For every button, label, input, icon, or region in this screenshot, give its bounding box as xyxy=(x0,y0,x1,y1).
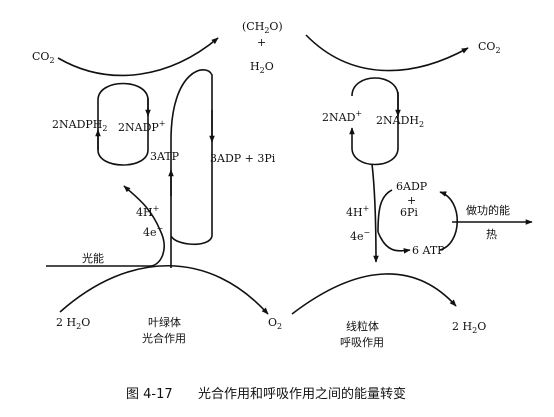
water-split-arc xyxy=(59,265,269,315)
svg-text:CO2: CO2 xyxy=(32,50,55,65)
e-left-label: 4e− xyxy=(143,224,163,239)
svg-text:(CH2O): (CH2O) xyxy=(242,20,283,35)
nadp-label: 2NADP+ xyxy=(118,119,166,134)
adp3-pi3-label: 3ADP + 3Pi xyxy=(210,152,276,165)
svg-text:CO2: CO2 xyxy=(478,40,501,55)
light-energy-label: 光能 xyxy=(82,251,104,265)
nadh-loop xyxy=(351,77,399,166)
svg-text:2NADPH2: 2NADPH2 xyxy=(52,118,107,133)
o2-label: O2 xyxy=(268,316,282,331)
adp-to-atp-connector xyxy=(377,189,393,233)
plus-mid: + xyxy=(407,194,416,207)
respiration-bottom-arc xyxy=(291,273,457,315)
co2-fixation-arc xyxy=(57,37,219,77)
nadph-loop xyxy=(97,82,149,166)
h2o-top-label: H2O xyxy=(250,60,274,75)
h2o-left-label: 2 H2O xyxy=(56,316,90,331)
svg-text:4e−: 4e− xyxy=(143,224,163,239)
chloroplast-label: 叶绿体 xyxy=(148,315,181,329)
svg-text:2 H2O: 2 H2O xyxy=(56,316,90,331)
h2o-right-label: 2 H2O xyxy=(452,320,486,335)
atp-adp-loop xyxy=(170,69,213,268)
heat-label: 热 xyxy=(486,228,497,241)
hplus-right-label: 4H+ xyxy=(346,204,369,219)
svg-text:2NADH2: 2NADH2 xyxy=(376,114,424,129)
svg-text:光合作用和呼吸作用之间的能量转变: 光合作用和呼吸作用之间的能量转变 xyxy=(198,386,406,402)
co2-release-arc xyxy=(305,34,469,72)
atp-return-arc xyxy=(439,191,459,251)
adp6-label: 6ADP xyxy=(396,180,428,193)
light-arrow xyxy=(46,185,165,267)
hplus-left-label: 4H+ xyxy=(136,204,159,219)
respiration-label: 呼吸作用 xyxy=(340,336,384,349)
ch2o-label: (CH2O) xyxy=(242,20,283,35)
electron-flow-line xyxy=(371,163,379,263)
nadh2-label: 2NADH2 xyxy=(376,114,424,129)
svg-text:4H+: 4H+ xyxy=(136,204,159,219)
photosynthesis-label: 光合作用 xyxy=(142,331,186,345)
pi6-label: 6Pi xyxy=(400,206,418,219)
svg-text:2 H2O: 2 H2O xyxy=(452,320,486,335)
atp6-label: 6 ATP xyxy=(412,244,445,257)
plus-top: + xyxy=(257,36,266,49)
svg-text:2NAD+: 2NAD+ xyxy=(322,109,362,124)
figure-caption: 图 4-17 光合作用和呼吸作用之间的能量转变 xyxy=(126,386,406,402)
atp3-label: 3ATP xyxy=(150,150,180,163)
svg-text:图 4-17: 图 4-17 xyxy=(126,387,173,402)
svg-text:O2: O2 xyxy=(268,316,282,331)
svg-text:4H+: 4H+ xyxy=(346,204,369,219)
svg-text:2NADP+: 2NADP+ xyxy=(118,119,166,134)
mitochondrion-label: 线粒体 xyxy=(346,319,379,333)
atp-synthesis-arc xyxy=(377,231,411,254)
nad-label: 2NAD+ xyxy=(322,109,362,124)
co2-right-label: CO2 xyxy=(478,40,501,55)
svg-text:H2O: H2O xyxy=(250,60,274,75)
co2-left-label: CO2 xyxy=(32,50,55,65)
nadph2-label: 2NADPH2 xyxy=(52,118,107,133)
svg-text:4e−: 4e− xyxy=(350,228,370,243)
work-energy-label: 做功的能 xyxy=(466,203,510,217)
e-right-label: 4e− xyxy=(350,228,370,243)
